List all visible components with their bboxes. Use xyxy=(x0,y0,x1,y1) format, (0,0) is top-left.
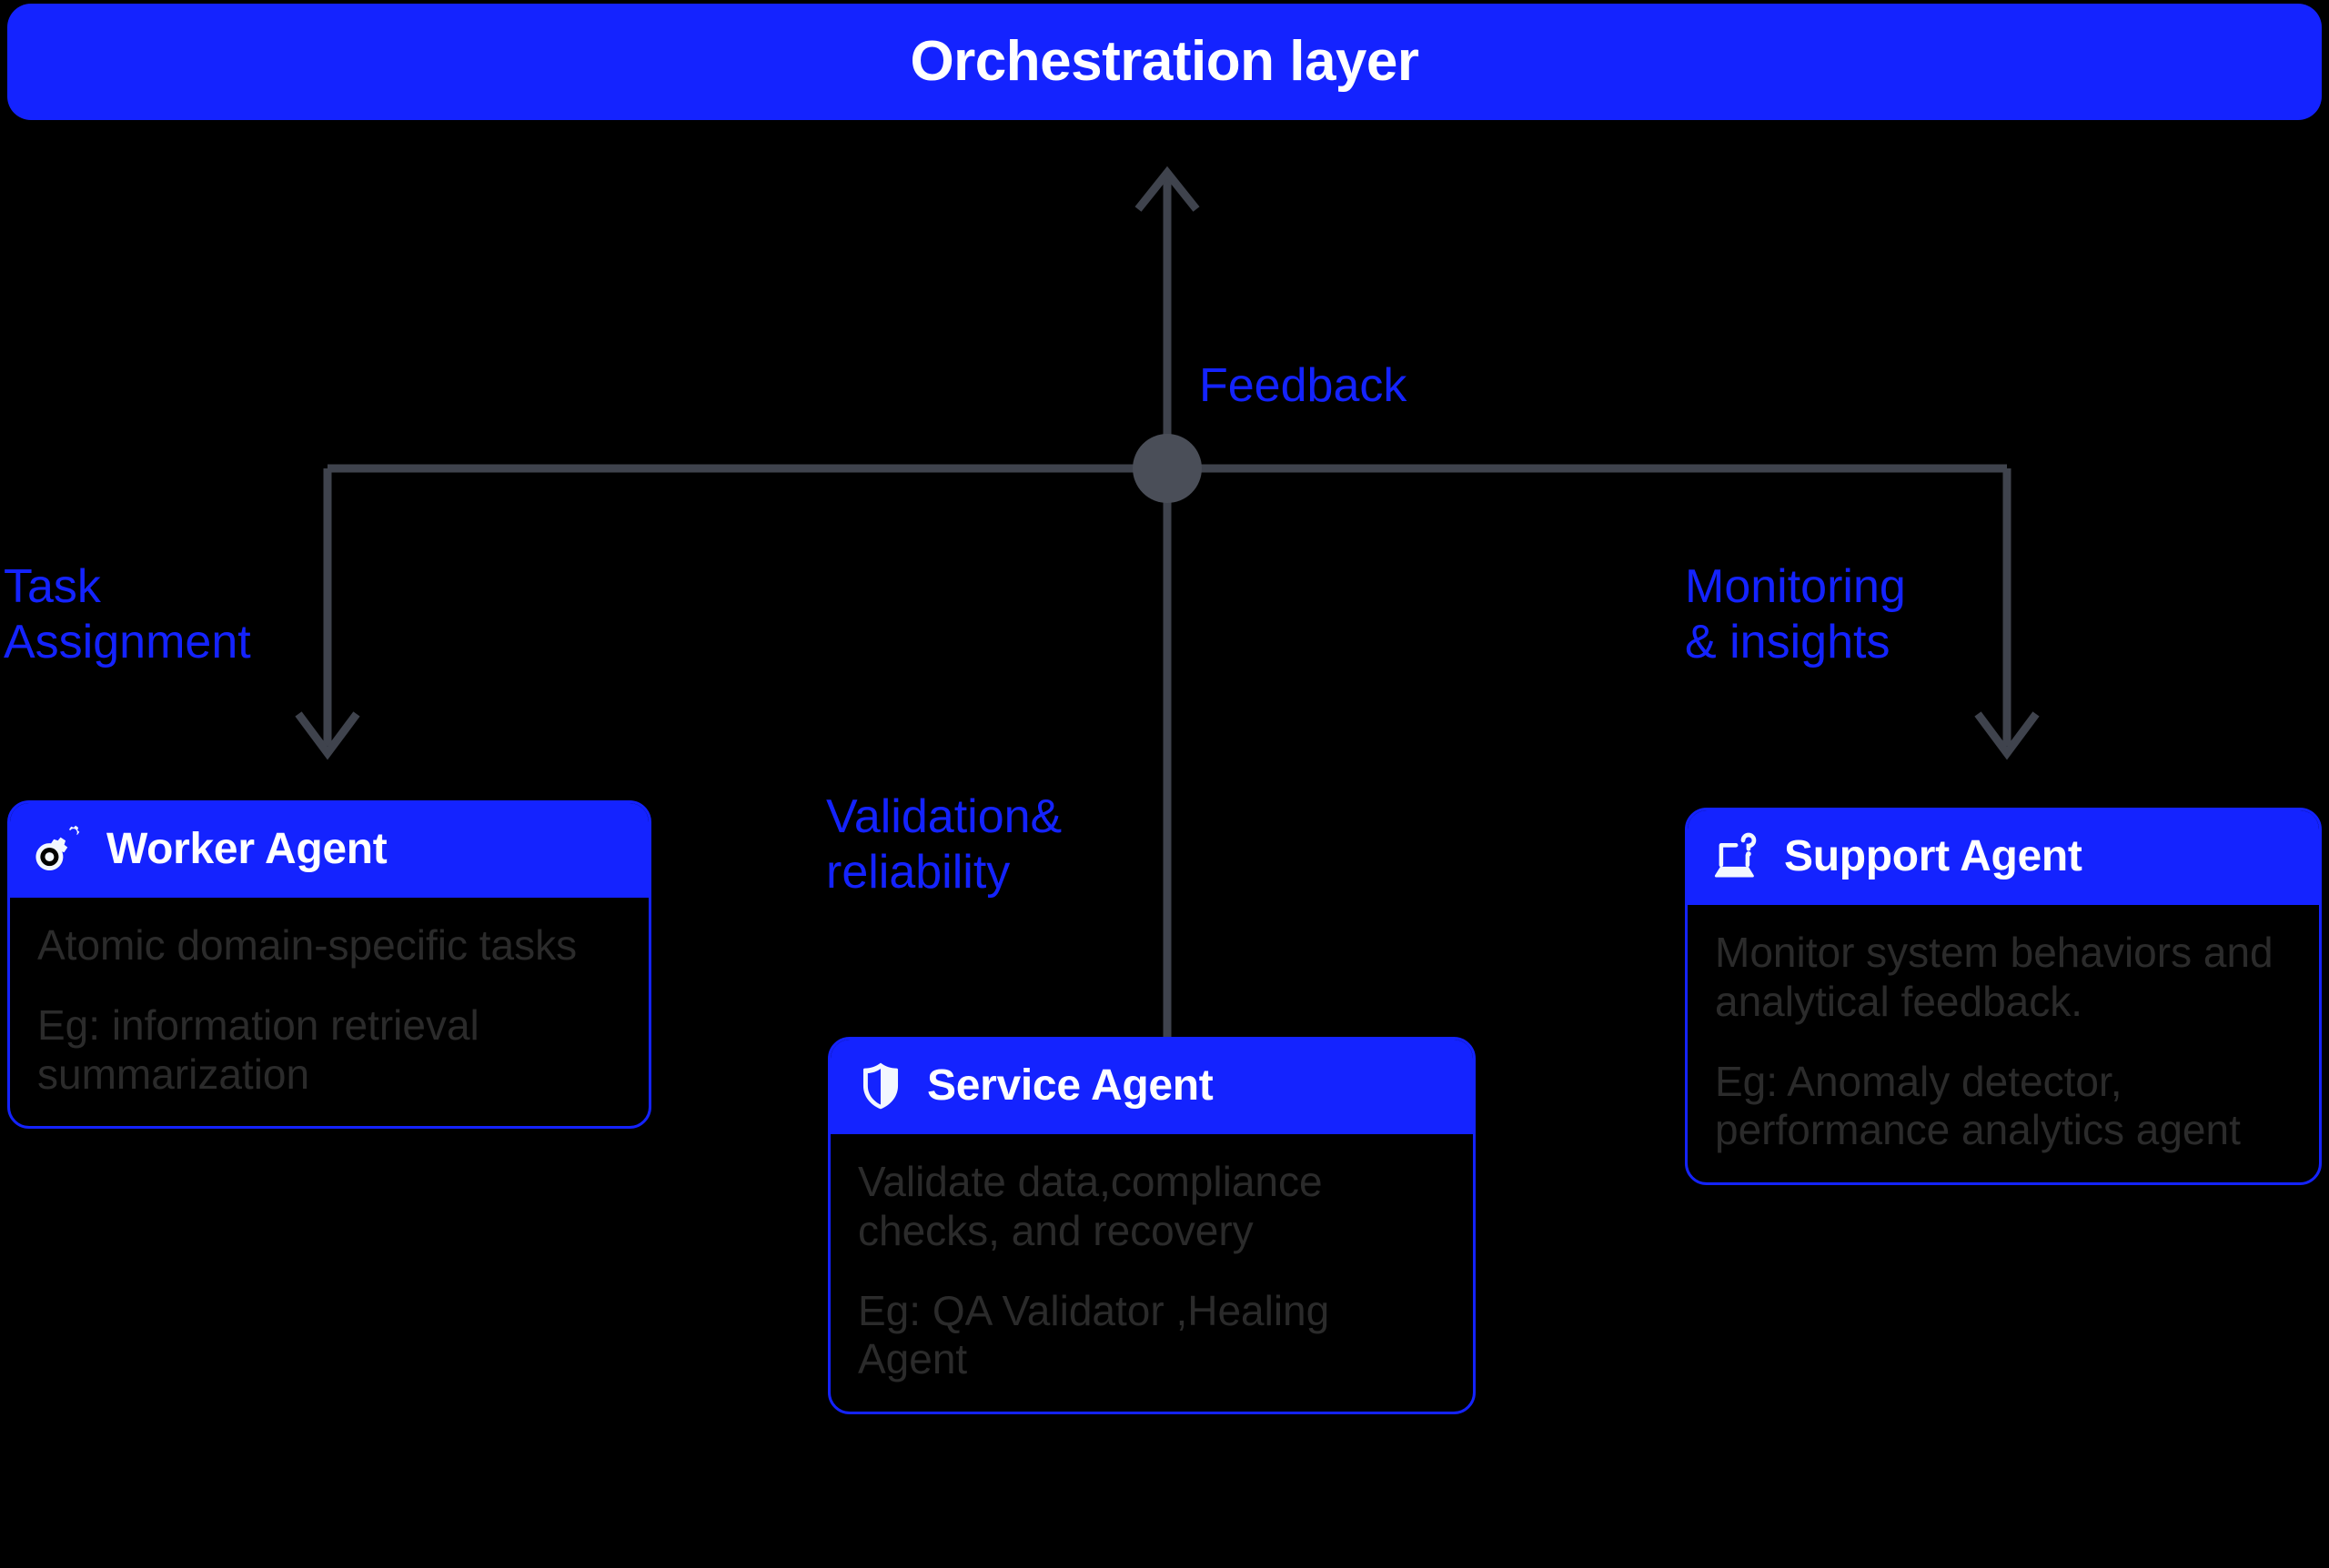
junction-node xyxy=(1133,434,1202,503)
card-support-agent-body: Monitor system behaviors and analytical … xyxy=(1688,905,2319,1182)
card-support-agent-line-2: Eg: Anomaly detector, performance analyt… xyxy=(1715,1057,2241,1154)
card-worker-agent[interactable]: Worker Agent Atomic domain-specific task… xyxy=(7,800,651,1130)
arrowhead-task-down xyxy=(295,711,360,760)
card-worker-agent-header: Worker Agent xyxy=(10,803,649,898)
card-service-agent-header: Service Agent xyxy=(831,1040,1473,1134)
card-support-agent-line-1: Monitor system behaviors and analytical … xyxy=(1715,929,2274,1025)
label-task-assignment: Task Assignment xyxy=(4,560,251,669)
card-support-agent-header: Support Agent xyxy=(1688,810,2319,905)
card-worker-agent-line-2: Eg: information retrieval summarization xyxy=(37,1000,479,1098)
label-feedback: Feedback xyxy=(1199,359,1407,412)
card-service-agent[interactable]: Service Agent Validate data,compliance c… xyxy=(828,1037,1476,1415)
card-worker-agent-line-1: Atomic domain-specific tasks xyxy=(37,921,578,969)
card-support-agent[interactable]: Support Agent Monitor system behaviors a… xyxy=(1685,808,2322,1186)
arrowhead-monitor-down xyxy=(1974,711,2040,760)
laptop-help-icon xyxy=(1714,832,1757,878)
arrowhead-feedback-up xyxy=(1134,166,1200,212)
label-validation-reliability: Validation& reliability xyxy=(826,790,1063,900)
card-worker-agent-title: Worker Agent xyxy=(106,825,388,873)
card-service-agent-title: Service Agent xyxy=(927,1061,1214,1110)
card-service-agent-line-2: Eg: QA Validator ,Healing Agent xyxy=(858,1286,1330,1383)
shield-icon xyxy=(862,1062,899,1110)
card-support-agent-title: Support Agent xyxy=(1784,832,2082,880)
card-worker-agent-body: Atomic domain-specific tasks Eg: informa… xyxy=(10,898,649,1126)
orchestration-layer-bar[interactable]: Orchestration layer xyxy=(7,4,2322,120)
orchestration-layer-title: Orchestration layer xyxy=(910,30,1419,93)
gears-icon xyxy=(35,825,80,871)
card-service-agent-line-1: Validate data,compliance checks, and rec… xyxy=(858,1158,1323,1254)
card-service-agent-body: Validate data,compliance checks, and rec… xyxy=(831,1134,1473,1412)
label-monitoring-insights: Monitoring & insights xyxy=(1685,560,1906,669)
